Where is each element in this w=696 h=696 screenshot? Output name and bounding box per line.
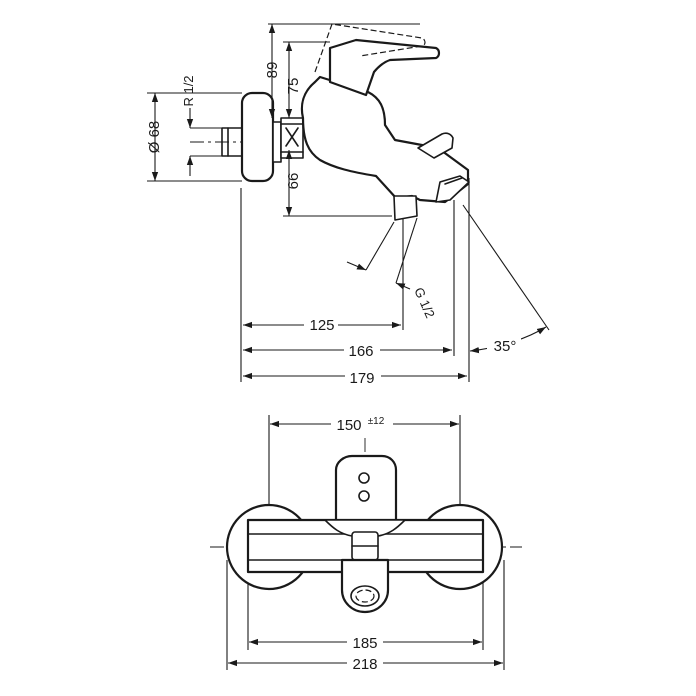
dim-label-bg-125 <box>304 314 338 334</box>
dim-thread-wall-label: R 1/2 <box>181 75 196 106</box>
mixer-body <box>300 75 470 204</box>
dim-label-bg-35 <box>487 334 521 354</box>
eccentric-nut <box>272 121 282 163</box>
lever-indicator-bottom <box>358 490 370 502</box>
dim-label-bg-185 <box>347 632 383 652</box>
lever-indicator-top <box>358 472 370 484</box>
aerator-inner <box>355 589 375 603</box>
spout-aerator-line <box>444 177 463 185</box>
dim-outlet-projection-label: 125 <box>309 317 334 334</box>
dim-height-spout-label: 66 <box>285 173 302 190</box>
dim-height-lever-label: 75 <box>285 78 302 95</box>
lever-front <box>334 454 398 522</box>
shower-outlet <box>393 195 418 221</box>
diverter-knob <box>417 132 454 159</box>
spout-outlet <box>435 175 470 203</box>
union-cross <box>285 127 299 147</box>
ext-thread-outlet-a <box>365 221 395 271</box>
front-view: 150 ±12 185 218 <box>210 412 522 673</box>
dim-line-thread-outlet-b <box>395 282 411 290</box>
wall-rosette <box>240 91 275 183</box>
dim-angle-label: 35° <box>494 338 517 355</box>
dim-label-bg-150 <box>331 412 393 434</box>
dim-center-distance-label: 150 <box>336 417 361 434</box>
dim-total-width-label: 218 <box>352 656 377 673</box>
dim-thread-outlet-label: G 1/2 <box>411 285 438 320</box>
dim-height-total-label: 89 <box>264 62 281 79</box>
side-view: 89 75 66 R 1/2 Ø 68 G 1/2 125 166 <box>146 23 550 387</box>
lever-open-position <box>314 23 426 73</box>
angle-reference-line <box>462 204 550 331</box>
dim-line-thread-outlet-a <box>346 261 367 271</box>
ext-thread-outlet-b <box>395 217 418 284</box>
dim-center-tolerance-label: ±12 <box>368 416 385 427</box>
dim-rosette-diameter-label: Ø 68 <box>146 121 163 154</box>
dim-label-bg-218 <box>347 653 383 673</box>
dim-spout-projection-label: 166 <box>348 343 373 360</box>
mixer-lever <box>328 38 441 97</box>
dim-label-bg-166 <box>344 339 380 359</box>
dim-total-projection-label: 179 <box>349 370 374 387</box>
dim-body-width-label: 185 <box>352 635 377 652</box>
dim-label-bg-179 <box>345 366 381 386</box>
aerator <box>350 585 380 607</box>
